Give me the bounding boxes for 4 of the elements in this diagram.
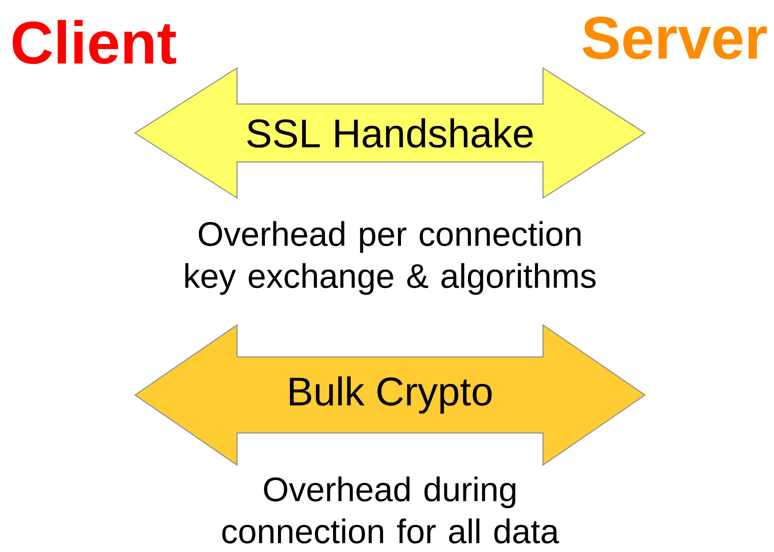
description-text: Overhead per connection key exchange & algorithms bbox=[185, 221, 596, 295]
heading: Server bbox=[582, 16, 767, 60]
description-text: Overhead during connection for all data bbox=[222, 476, 560, 544]
heading: Client bbox=[12, 20, 176, 64]
